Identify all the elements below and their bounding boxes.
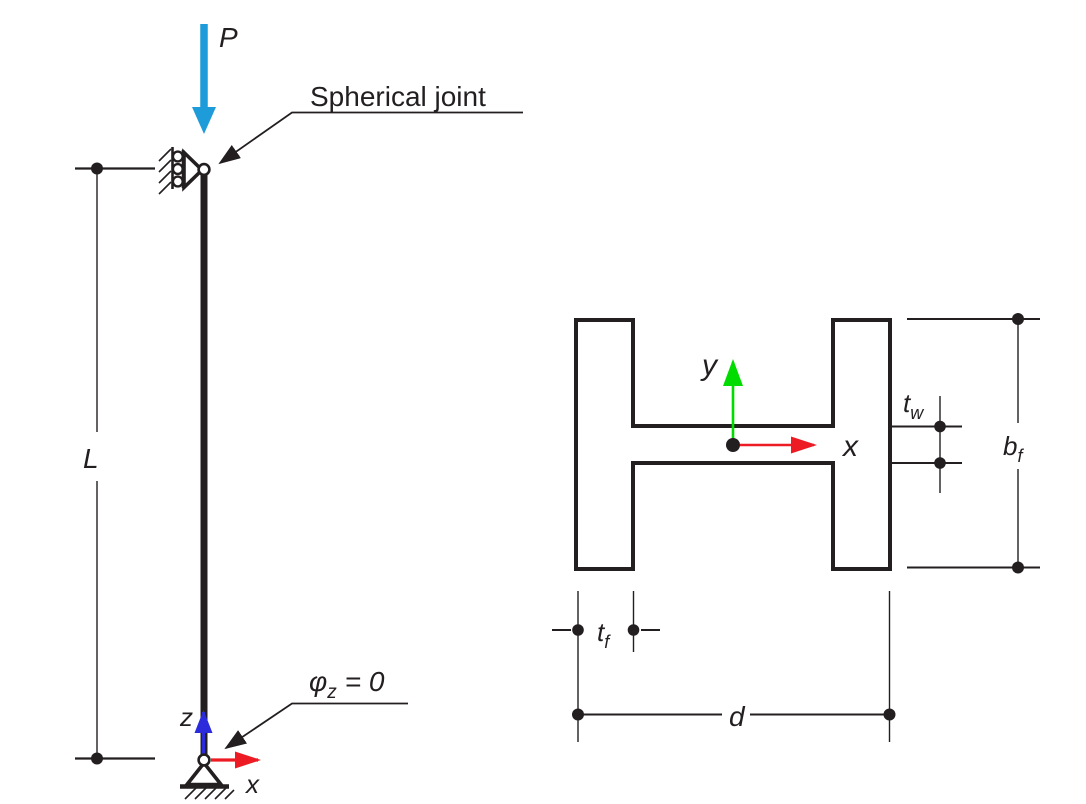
- x-axis-label-column: x: [244, 769, 260, 799]
- rotation-constraint-label: φz = 0: [309, 666, 385, 703]
- web-thickness-label: tw: [903, 388, 924, 423]
- dimension-dot: [572, 708, 584, 721]
- pin-joint-bottom: [197, 753, 211, 767]
- tf-base: t: [597, 617, 606, 647]
- dimension-dot: [1012, 313, 1024, 325]
- dimension-dot: [934, 457, 946, 469]
- dimension-dot: [572, 624, 584, 636]
- roller-icon: [171, 162, 184, 176]
- support-triangle: [182, 148, 205, 192]
- load-arrow-p: P: [192, 22, 238, 134]
- ground-hatching: [184, 787, 235, 800]
- dimension-dot: [91, 162, 103, 175]
- column-diagram: L P Spherical jo: [75, 22, 523, 800]
- pin-joint-top: [197, 162, 211, 177]
- depth-label: d: [729, 701, 746, 732]
- roller-icon: [171, 150, 184, 163]
- tw-base: t: [903, 388, 912, 418]
- tf-subscript: f: [604, 632, 611, 652]
- flange-thickness-label: tf: [597, 617, 611, 652]
- z-axis-label: z: [179, 702, 193, 732]
- rotation-constraint-callout: φz = 0: [224, 666, 408, 750]
- y-axis-label: y: [700, 349, 719, 382]
- depth-dimension: d: [572, 591, 896, 742]
- wall-hatching: [158, 148, 172, 195]
- roller-icon: [171, 175, 184, 188]
- spherical-joint-label: Spherical joint: [310, 81, 486, 112]
- load-arrowhead-icon: [192, 107, 216, 134]
- top-roller-support: [158, 147, 211, 195]
- dimension-dot: [627, 624, 640, 636]
- dimension-dot: [883, 708, 896, 721]
- section-axes: y x: [700, 349, 859, 463]
- dimension-dot: [1012, 561, 1024, 574]
- bf-base: b: [1003, 431, 1017, 461]
- section-outline: [574, 318, 892, 571]
- base-axes: z x: [179, 702, 261, 799]
- x-axis-label-section: x: [841, 430, 859, 463]
- tw-subscript: w: [910, 403, 924, 423]
- phi-symbol: φ: [309, 666, 327, 697]
- load-label: P: [219, 22, 238, 53]
- rotation-constraint-leader-line: [224, 702, 408, 750]
- dimension-dot: [91, 752, 103, 765]
- flange-thickness-dimension: tf: [552, 591, 660, 742]
- flange-width-label: bf: [1003, 431, 1024, 466]
- centroid-dot: [726, 438, 740, 452]
- spherical-joint-callout: Spherical joint: [218, 81, 523, 165]
- dimension-dot: [934, 420, 946, 433]
- phi-value: = 0: [345, 666, 385, 697]
- length-dimension: L: [75, 162, 155, 765]
- cross-section-diagram: y x tw bf: [552, 313, 1040, 742]
- bf-subscript: f: [1017, 446, 1024, 466]
- flange-width-dimension: bf: [907, 313, 1040, 574]
- length-label: L: [83, 443, 99, 474]
- phi-subscript: z: [326, 682, 337, 703]
- spherical-joint-leader-line: [218, 111, 523, 165]
- bottom-pin-support: [180, 753, 235, 800]
- web-thickness-dimension: tw: [891, 388, 962, 493]
